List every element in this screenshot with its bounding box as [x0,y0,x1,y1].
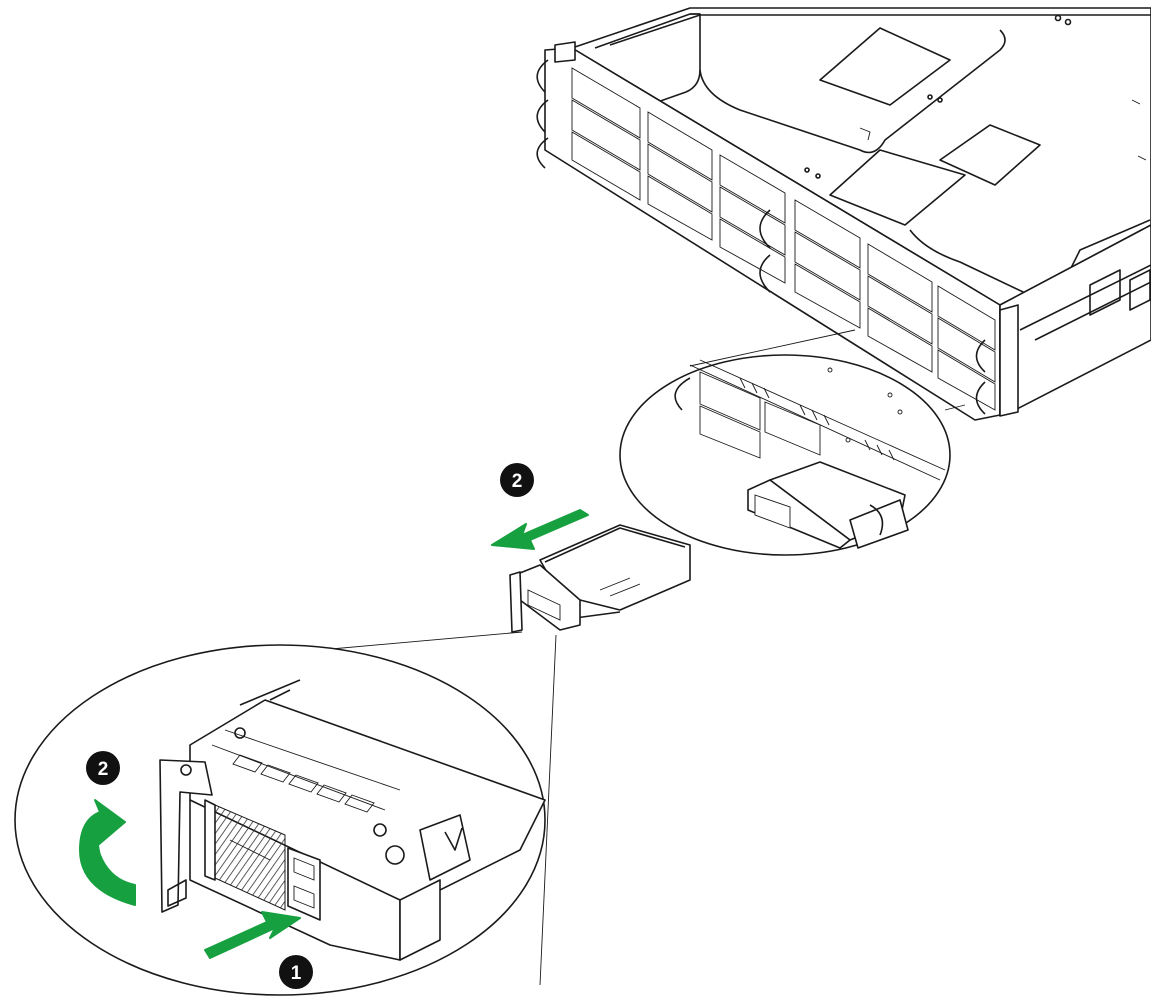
arrow-slide-out [491,509,589,550]
step-number: 1 [291,963,302,984]
step-number: 2 [512,471,523,492]
step-callout-1-detail: 1 [279,955,313,989]
server-chassis [536,7,1151,421]
drive-vent-slots [211,729,401,813]
step-callout-2-detail: 2 [86,751,120,785]
arrow-rotate-latch [79,799,136,906]
drive-latch-handle [159,759,216,913]
latch-detail-callout [14,631,557,996]
arrow-push-button [204,911,301,959]
bay-detail-callout [619,329,966,556]
step-callout-2-top: 2 [500,463,534,497]
extracted-drive [509,524,691,633]
step-number: 2 [98,759,109,780]
